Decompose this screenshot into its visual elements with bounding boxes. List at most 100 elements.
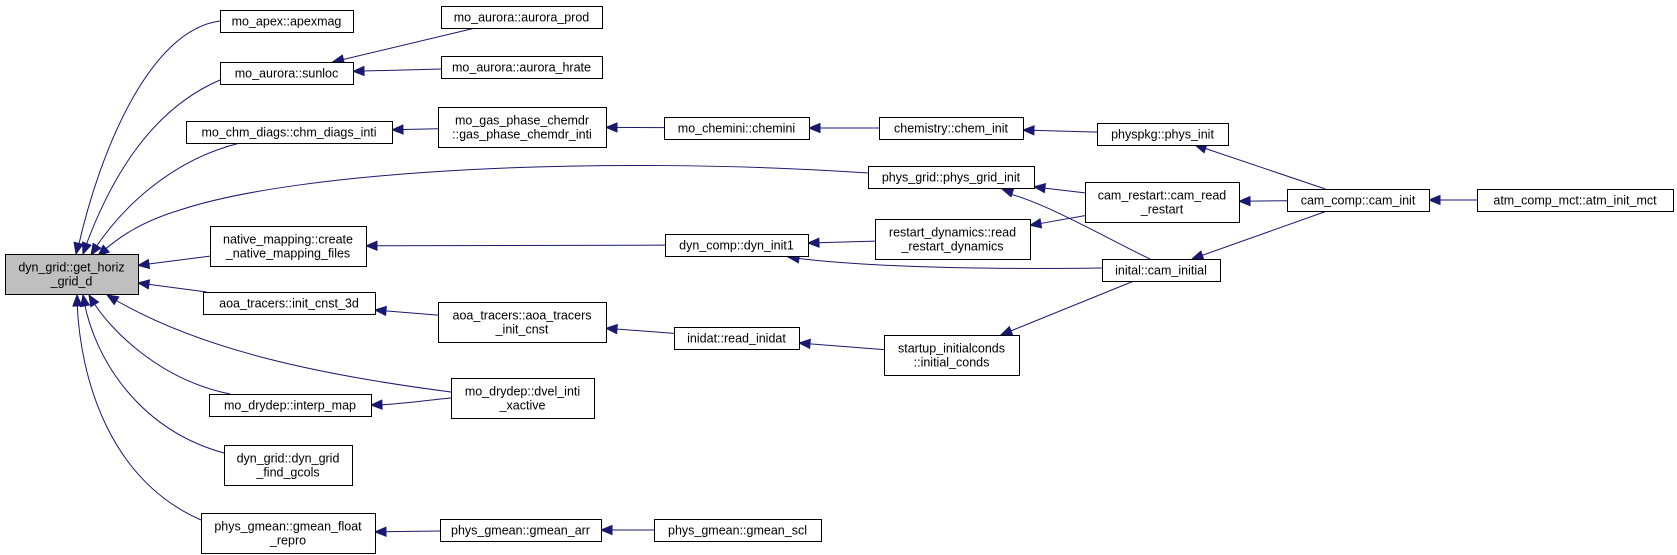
- node-label: native_mapping::create: [223, 233, 353, 247]
- edge-gas_phase-to-chm_diags_inti: [390, 124, 439, 135]
- edge-chem_init-to-chemini: [807, 122, 879, 134]
- arrow-head-icon: [807, 122, 821, 134]
- node-box: [5, 254, 139, 295]
- edge-line: [1191, 210, 1328, 260]
- edge-chm_diags_inti-to-root: [90, 142, 241, 257]
- arrow-head-icon: [72, 293, 83, 307]
- nodes-layer: dyn_grid::get_horiz_grid_dmo_apex::apexm…: [5, 6, 1674, 554]
- edge-phys_grid_init-to-root: [97, 164, 869, 257]
- graph-node-init_cnst_3d[interactable]: aoa_tracers::init_cnst_3d: [203, 292, 376, 315]
- node-label: phys_grid::phys_grid_init: [882, 171, 1021, 185]
- graph-node-gmean_float_repro[interactable]: phys_gmean::gmean_float_repro: [201, 513, 376, 554]
- node-box: [1085, 182, 1240, 223]
- node-box: [441, 56, 603, 79]
- arrow-head-icon: [82, 241, 92, 256]
- edge-line: [106, 294, 452, 393]
- edge-line: [75, 20, 221, 255]
- arrow-head-icon: [604, 323, 618, 335]
- graph-node-native_mapping[interactable]: native_mapping::create_native_mapping_fi…: [210, 226, 367, 267]
- graph-node-aurora_hrate[interactable]: mo_aurora::aurora_hrate: [441, 56, 603, 79]
- node-box: [1477, 189, 1674, 212]
- arrow-head-icon: [97, 244, 111, 257]
- arrow-head-icon: [369, 399, 383, 410]
- graph-node-read_inidat[interactable]: inidat::read_inidat: [674, 327, 800, 350]
- graph-node-aoa_init_cnst[interactable]: aoa_tracers::aoa_tracers_init_cnst: [438, 302, 607, 343]
- arrow-head-icon: [999, 325, 1014, 336]
- arrow-head-icon: [73, 241, 84, 256]
- node-label: _restart_dynamics: [900, 240, 1003, 254]
- node-box: [1287, 189, 1430, 212]
- node-label: dyn_grid::get_horiz: [18, 261, 124, 275]
- edge-chemini-to-gas_phase: [604, 122, 665, 133]
- graph-node-cam_initial[interactable]: inital::cam_initial: [1102, 259, 1221, 282]
- node-label: ::initial_conds: [914, 356, 990, 370]
- edge-line: [76, 295, 202, 521]
- graph-node-phys_grid_init[interactable]: phys_grid::phys_grid_init: [868, 166, 1035, 189]
- node-box: [220, 62, 354, 85]
- edge-init_cnst_3d-to-root: [136, 279, 207, 293]
- arrow-head-icon: [351, 65, 365, 77]
- graph-node-aurora_prod[interactable]: mo_aurora::aurora_prod: [441, 6, 603, 29]
- graph-node-atm_init_mct[interactable]: atm_comp_mct::atm_init_mct: [1477, 189, 1674, 212]
- arrow-head-icon: [88, 293, 100, 308]
- node-box: [884, 335, 1020, 376]
- graph-node-dyn_grid_find_gcols[interactable]: dyn_grid::dyn_grid_find_gcols: [224, 445, 353, 486]
- node-box: [438, 107, 607, 148]
- node-label: startup_initialconds: [898, 342, 1005, 356]
- graph-node-initial_conds[interactable]: startup_initialconds::initial_conds: [884, 335, 1020, 376]
- node-label: mo_drydep::interp_map: [224, 399, 356, 413]
- node-label: _xactive: [499, 399, 546, 413]
- edge-initial_conds-to-read_inidat: [797, 338, 885, 351]
- arrow-head-icon: [797, 338, 811, 350]
- graph-node-dvel_inti[interactable]: mo_drydep::dvel_inti_xactive: [451, 378, 595, 419]
- edge-cam_read_restart-to-phys_grid_init: [1032, 182, 1086, 194]
- edge-dvel_inti-to-root: [105, 294, 452, 393]
- graph-node-chm_diags_inti[interactable]: mo_chm_diags::chm_diags_inti: [186, 121, 393, 144]
- edge-read_inidat-to-aoa_init_cnst: [604, 323, 675, 335]
- arrow-head-icon: [79, 293, 91, 308]
- edge-cam_read_restart-to-read_restart_dynamics: [1028, 215, 1086, 229]
- graph-node-sunloc[interactable]: mo_aurora::sunloc: [220, 62, 354, 85]
- edge-aoa_init_cnst-to-init_cnst_3d: [373, 305, 439, 317]
- node-box: [201, 513, 376, 554]
- graph-node-gmean_arr[interactable]: phys_gmean::gmean_arr: [440, 519, 602, 542]
- arrow-head-icon: [1021, 125, 1035, 136]
- node-label: dyn_comp::dyn_init1: [679, 239, 794, 253]
- node-label: mo_drydep::dvel_inti: [465, 385, 580, 399]
- node-box: [220, 10, 354, 33]
- node-label: aoa_tracers::init_cnst_3d: [219, 297, 359, 311]
- node-label: inital::cam_initial: [1115, 264, 1207, 278]
- graph-node-read_restart_dynamics[interactable]: restart_dynamics::read_restart_dynamics: [875, 219, 1031, 260]
- arrow-head-icon: [1427, 194, 1441, 206]
- graph-node-gmean_scl[interactable]: phys_gmean::gmean_scl: [654, 519, 822, 542]
- node-label: phys_gmean::gmean_scl: [668, 524, 807, 538]
- node-label: atm_comp_mct::atm_init_mct: [1493, 194, 1657, 208]
- edge-line: [332, 27, 476, 63]
- graph-node-interp_map[interactable]: mo_drydep::interp_map: [209, 394, 372, 417]
- edge-cam_init-to-cam_initial: [1190, 210, 1328, 261]
- graph-node-cam_read_restart[interactable]: cam_restart::cam_read_restart: [1085, 182, 1240, 223]
- node-label: inidat::read_inidat: [687, 332, 786, 346]
- graph-node-apexmag[interactable]: mo_apex::apexmag: [220, 10, 354, 33]
- graph-node-phys_init[interactable]: physpkg::phys_init: [1097, 123, 1229, 146]
- edge-gmean_float_repro-to-root: [72, 293, 202, 521]
- edge-dvel_inti-to-interp_map: [369, 397, 452, 410]
- arrow-head-icon: [136, 279, 151, 290]
- graph-node-chemini[interactable]: mo_chemini::chemini: [664, 117, 810, 140]
- edge-cam_init-to-cam_read_restart: [1237, 195, 1288, 207]
- arrow-head-icon: [90, 242, 102, 257]
- node-box: [879, 117, 1024, 140]
- graph-node-chem_init[interactable]: chemistry::chem_init: [879, 117, 1024, 140]
- edge-line: [352, 68, 442, 72]
- edge-cam_init-to-phys_init: [1193, 143, 1326, 190]
- graph-node-gas_phase[interactable]: mo_gas_phase_chemdr::gas_phase_chemdr_in…: [438, 107, 607, 148]
- edge-line: [82, 294, 225, 454]
- edge-gmean_scl-to-gmean_arr: [599, 524, 654, 536]
- edge-read_restart_dynamics-to-dyn_init1: [806, 237, 876, 248]
- graph-node-dyn_init1[interactable]: dyn_comp::dyn_init1: [665, 234, 809, 257]
- node-label: mo_gas_phase_chemdr: [455, 114, 589, 128]
- node-label: restart_dynamics::read: [889, 226, 1016, 240]
- graph-node-cam_init[interactable]: cam_comp::cam_init: [1287, 189, 1430, 212]
- node-box: [1097, 123, 1229, 146]
- node-box: [868, 166, 1035, 189]
